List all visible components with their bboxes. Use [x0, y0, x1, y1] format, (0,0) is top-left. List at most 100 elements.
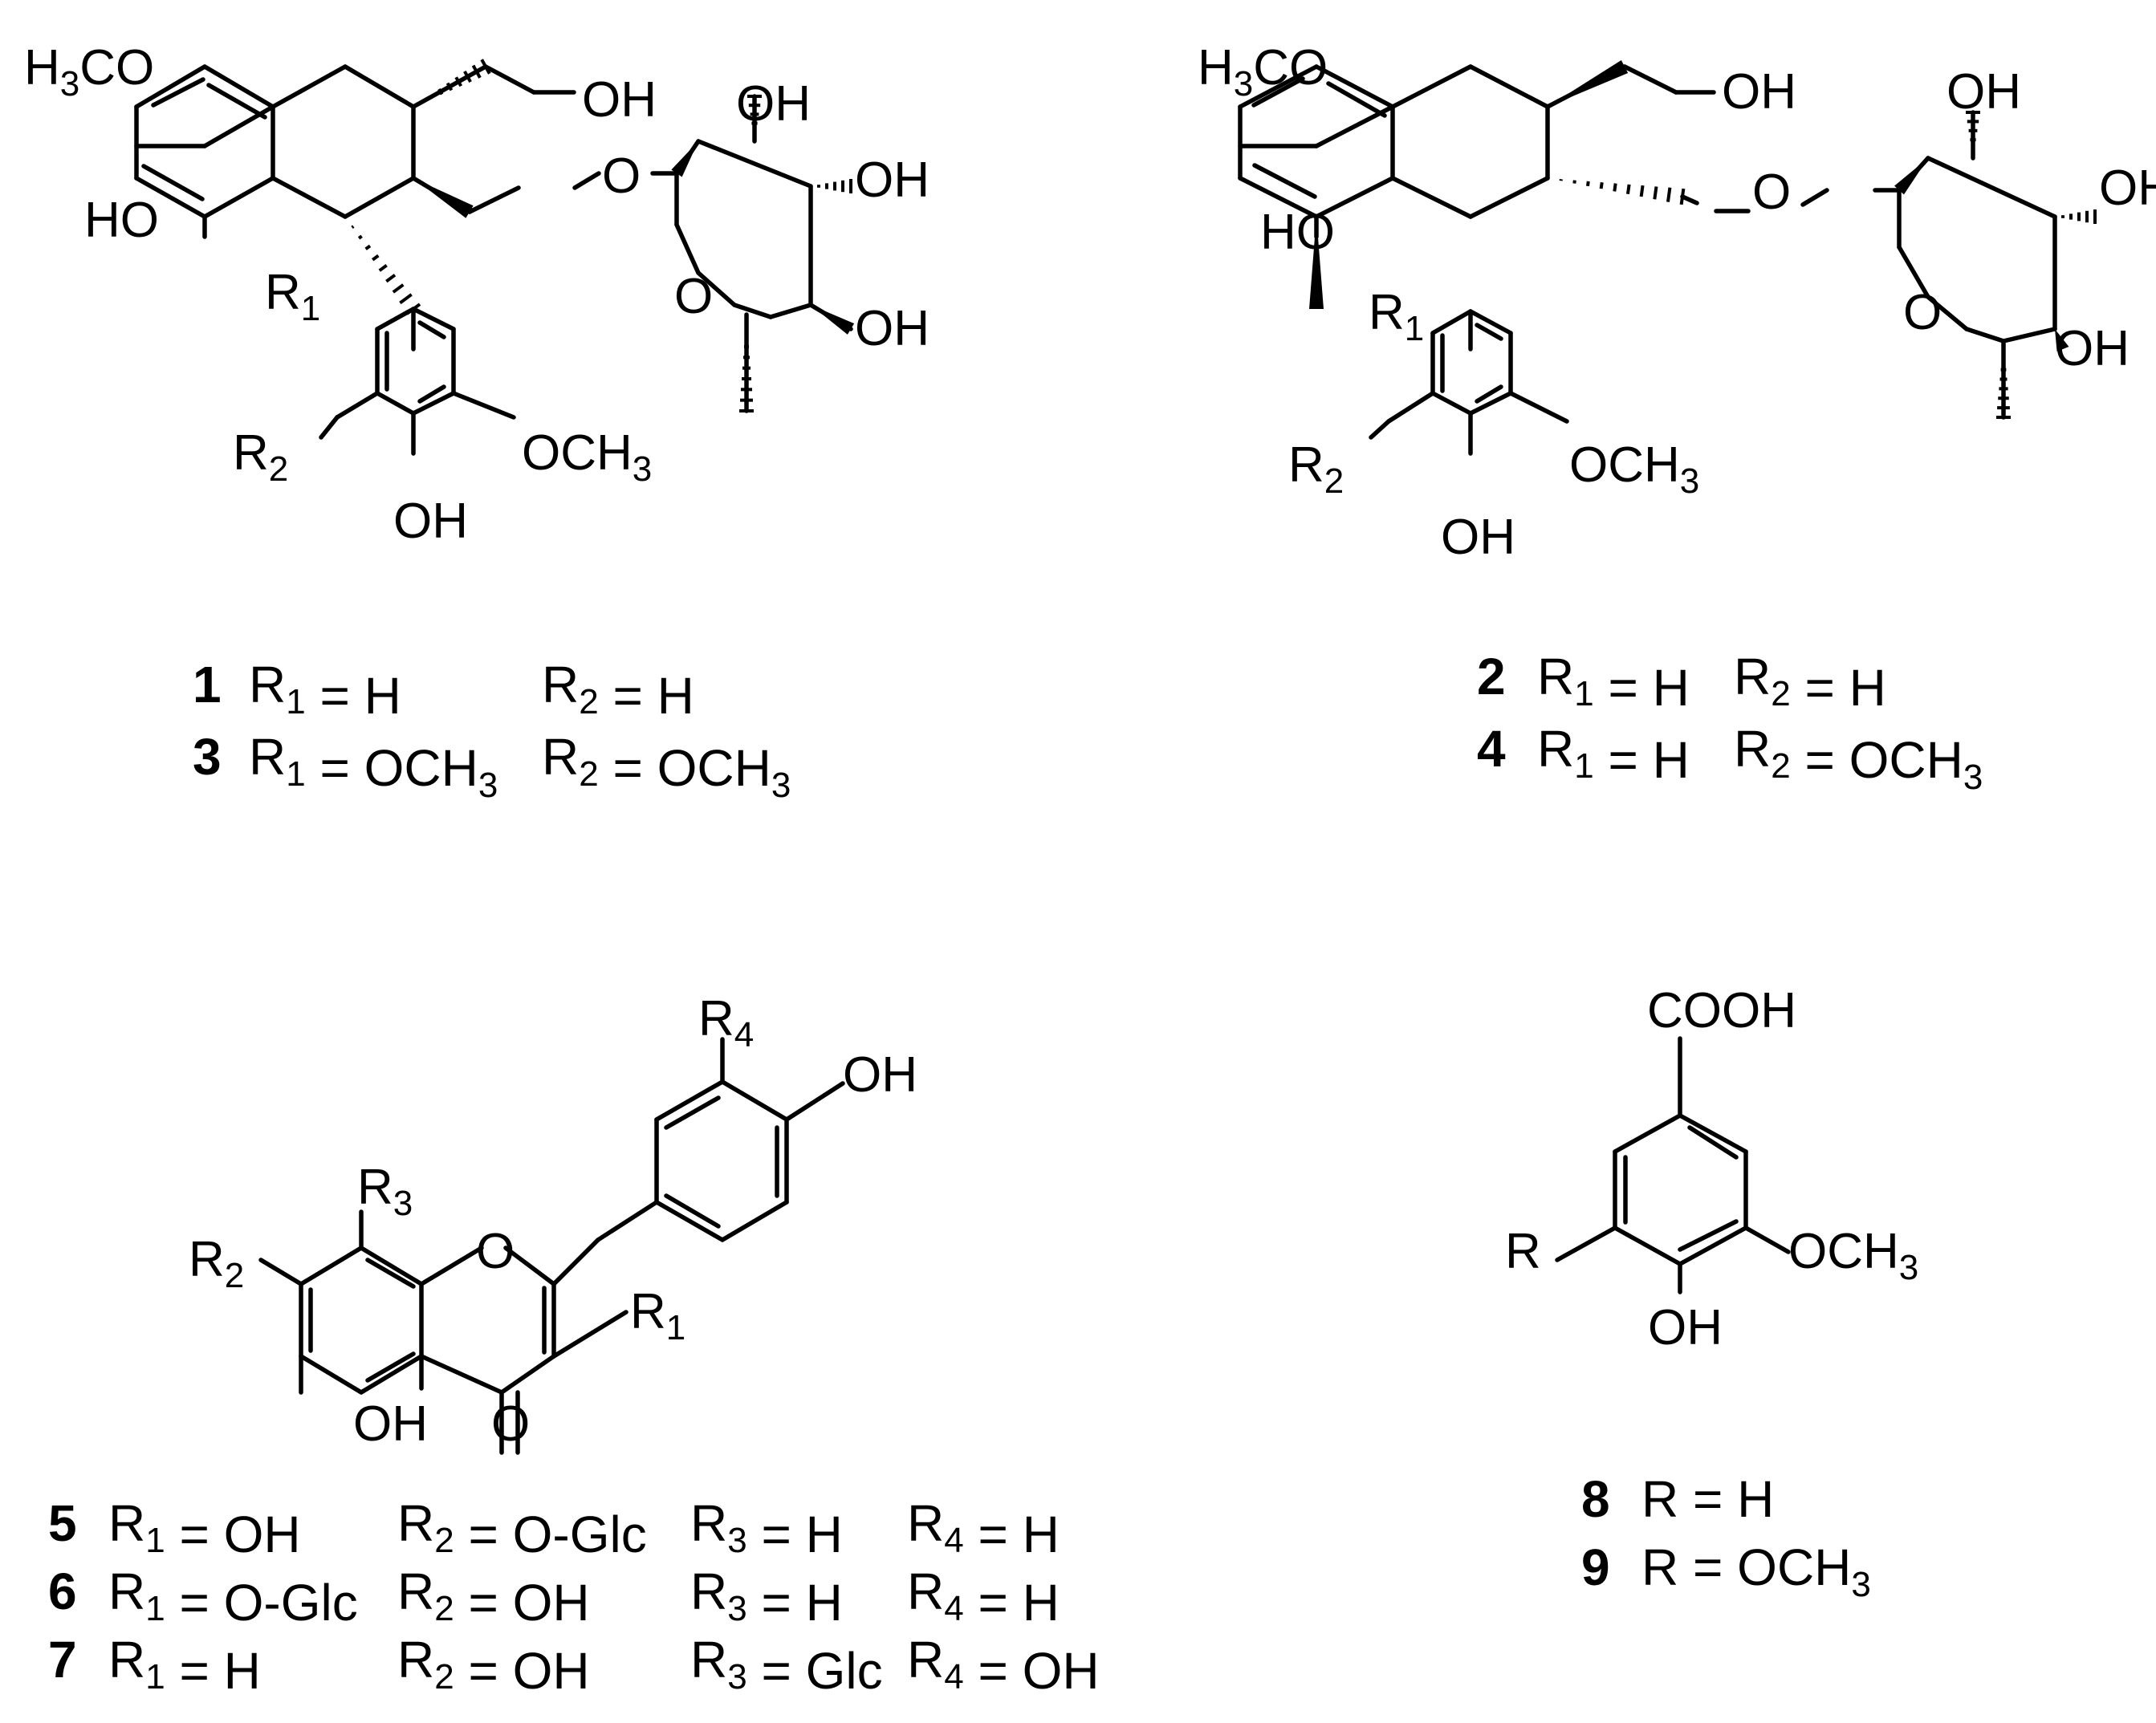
bond-line — [502, 1356, 554, 1392]
r-label: R — [1505, 1224, 1541, 1279]
legend-r4: R4 = H — [907, 1494, 1060, 1563]
cooh-label: COOH — [1647, 983, 1796, 1038]
oh-label: OH — [393, 494, 468, 549]
bond-line — [1615, 1228, 1680, 1264]
legend-r1: R1 = O-Glc — [108, 1562, 358, 1632]
legend-r1: R1 = OCH3 — [249, 728, 498, 805]
hash-bond — [1574, 181, 1575, 184]
bond-line — [1625, 67, 1676, 92]
compound-number: 3 — [193, 728, 222, 786]
bond-line — [486, 67, 534, 92]
och3-label: OCH3 — [1788, 1224, 1918, 1287]
bond-line — [205, 107, 273, 146]
bond-line — [2003, 329, 2055, 341]
hash-bond — [1668, 188, 1670, 202]
bond-line — [205, 178, 273, 217]
bond-line — [554, 1312, 626, 1356]
compound-number: 8 — [1581, 1470, 1610, 1528]
hash-bond — [366, 246, 370, 249]
oh-label: OH — [2099, 161, 2156, 216]
bond-line — [1682, 197, 1697, 203]
hash-bond — [1682, 189, 1684, 205]
carbonyl-oxygen-label: O — [491, 1396, 530, 1452]
bond-line — [345, 67, 413, 107]
wedge-bond — [1548, 60, 1628, 107]
hash-bond — [422, 101, 423, 103]
och3-label: OCH3 — [1569, 437, 1699, 501]
legend-r1: R1 = H — [249, 656, 401, 725]
bond-line — [454, 393, 514, 417]
bond-line — [722, 1202, 787, 1240]
legend-r: R = H — [1641, 1470, 1774, 1528]
legend-r1: R1 = OH — [108, 1494, 301, 1563]
bond-line — [1371, 421, 1389, 437]
bond-line — [1471, 67, 1548, 107]
bond-line — [1557, 1228, 1615, 1260]
compound-number: 9 — [1581, 1538, 1610, 1596]
h3co-label: H3CO — [24, 40, 154, 104]
bond-line — [273, 67, 345, 107]
r3-label: R3 — [357, 1160, 413, 1223]
compound-number: 6 — [48, 1562, 77, 1620]
ring-oxygen-label: O — [1903, 285, 1942, 340]
glycoside-oxygen-label: O — [1752, 165, 1791, 220]
bond-line — [1511, 393, 1567, 421]
legend-r2: R2 = O-Glc — [397, 1494, 647, 1563]
compound-number: 2 — [1477, 648, 1506, 705]
bond-line — [413, 309, 454, 329]
compound-number: 7 — [48, 1631, 77, 1688]
oh-label: OH — [582, 72, 657, 128]
hash-bond — [359, 236, 362, 238]
hash-bond — [430, 95, 432, 98]
oh-label: OH — [1722, 64, 1796, 120]
r2-label: R2 — [233, 425, 288, 489]
bond-line — [345, 178, 413, 217]
wedge-bond — [671, 141, 698, 177]
r4-label: R4 — [698, 991, 754, 1055]
hash-bond — [1641, 185, 1643, 197]
bond-line — [337, 393, 377, 417]
hash-bond — [352, 226, 354, 227]
bond-line — [698, 141, 811, 186]
bond-line — [1471, 311, 1511, 333]
bond-line — [1389, 393, 1433, 421]
bond-line — [361, 1248, 421, 1284]
ring-oxygen-label: O — [674, 269, 713, 324]
legend-r3: R3 = H — [690, 1494, 843, 1563]
hash-bond — [372, 255, 378, 259]
r2-label: R2 — [1288, 437, 1344, 501]
bond-line — [209, 85, 265, 117]
pyranone-oxygen-label: O — [476, 1224, 515, 1279]
oh-label: OH — [1947, 64, 2021, 120]
hash-bond — [1628, 185, 1629, 194]
bond-line — [321, 417, 337, 437]
bond-line — [1393, 178, 1471, 217]
compound-number: 4 — [1477, 720, 1506, 778]
legend-r: R = OCH3 — [1641, 1538, 1871, 1604]
r1-label: R1 — [265, 265, 320, 328]
bond-line — [575, 173, 599, 188]
bond-line — [1393, 67, 1471, 107]
r2-label: R2 — [189, 1232, 244, 1295]
bond-line — [361, 1356, 421, 1392]
bond-line — [787, 1083, 843, 1120]
hash-bond — [380, 266, 387, 271]
bond-line — [554, 1240, 598, 1284]
glycoside-oxygen-label: O — [602, 148, 641, 204]
bond-line — [1928, 158, 2055, 217]
legend-r2: R2 = OH — [397, 1631, 590, 1700]
hash-bond — [1614, 184, 1615, 192]
bond-line — [470, 188, 519, 212]
compound-number: 5 — [48, 1494, 77, 1552]
legend-r3: R3 = H — [690, 1562, 843, 1632]
bond-line — [421, 1248, 482, 1284]
legend-r2: R2 = H — [1734, 648, 1886, 717]
oh-label: OH — [736, 76, 811, 132]
bond-line — [273, 178, 345, 217]
legend-r1: R1 = H — [1537, 648, 1690, 717]
oh-label: OH — [855, 301, 930, 356]
r1-label: R1 — [630, 1284, 685, 1347]
bond-line — [301, 1248, 361, 1284]
